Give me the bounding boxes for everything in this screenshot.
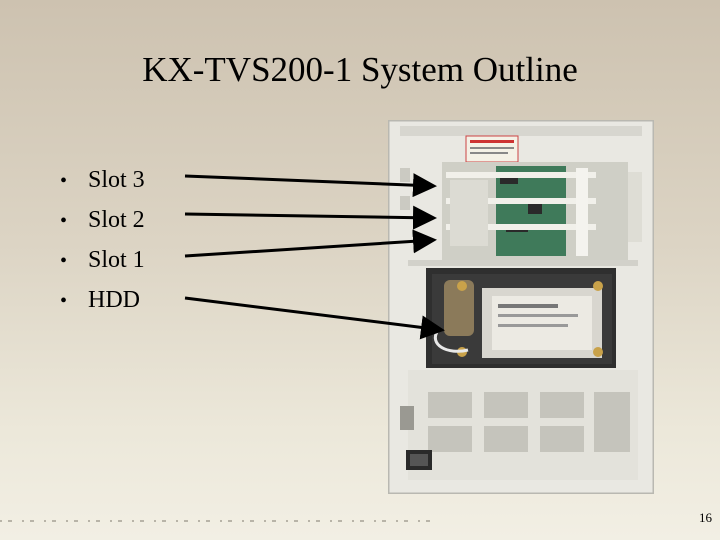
vent-grille xyxy=(428,392,630,452)
screw xyxy=(593,347,603,357)
power-switch-face xyxy=(410,454,428,466)
board-chip xyxy=(500,174,518,184)
side-connector xyxy=(400,406,414,430)
latch xyxy=(400,196,410,210)
divider-panel xyxy=(408,260,638,266)
slot-3-rail xyxy=(446,172,596,178)
hdd-label-text-line xyxy=(498,324,568,327)
arrow-hdd xyxy=(184,296,445,340)
footer-decoration xyxy=(0,520,430,522)
bullet-label: HDD xyxy=(88,287,140,313)
arrow-slot-3 xyxy=(184,173,437,198)
bullet-marker: • xyxy=(60,210,68,232)
arrow-slot-2 xyxy=(184,205,437,230)
bullet-list: • Slot 3 • Slot 2 • Slot 1 • HDD xyxy=(60,160,145,320)
latch xyxy=(400,168,410,182)
vent-block xyxy=(594,392,630,452)
bullet-label: Slot 1 xyxy=(88,247,145,273)
hdd-label-text-line xyxy=(498,314,578,317)
slide-title: KX-TVS200-1 System Outline xyxy=(142,50,578,89)
vent-block xyxy=(484,392,528,418)
bullet-item-slot-3: • Slot 3 xyxy=(60,160,145,200)
slot-guide-left xyxy=(450,180,488,246)
top-bracket xyxy=(400,126,642,136)
bullet-label: Slot 2 xyxy=(88,207,145,233)
arrow-slot-1 xyxy=(184,229,437,258)
vent-block xyxy=(428,426,472,452)
vent-block xyxy=(540,426,584,452)
vent-block xyxy=(540,392,584,418)
warning-label-text-line xyxy=(470,147,514,149)
bullet-item-slot-1: • Slot 1 xyxy=(60,240,145,280)
slot-1-rail xyxy=(446,224,596,230)
hdd-mount xyxy=(444,280,474,336)
hdd-label-text-line xyxy=(498,304,558,308)
vent-block xyxy=(428,392,472,418)
warning-label-text-line xyxy=(470,152,508,154)
slot-2-rail xyxy=(446,198,596,204)
vent-block xyxy=(484,426,528,452)
bullet-item-hdd: • HDD xyxy=(60,280,145,320)
bullet-marker: • xyxy=(60,290,68,312)
slot-guide xyxy=(576,168,588,256)
page-number: 16 xyxy=(699,510,712,525)
screw xyxy=(457,281,467,291)
bullet-marker: • xyxy=(60,170,68,192)
bullet-marker: • xyxy=(60,250,68,272)
warning-label-stripe xyxy=(470,140,514,143)
screw xyxy=(593,281,603,291)
bullet-label: Slot 3 xyxy=(88,167,145,193)
side-vent xyxy=(628,172,642,242)
bullet-item-slot-2: • Slot 2 xyxy=(60,200,145,240)
